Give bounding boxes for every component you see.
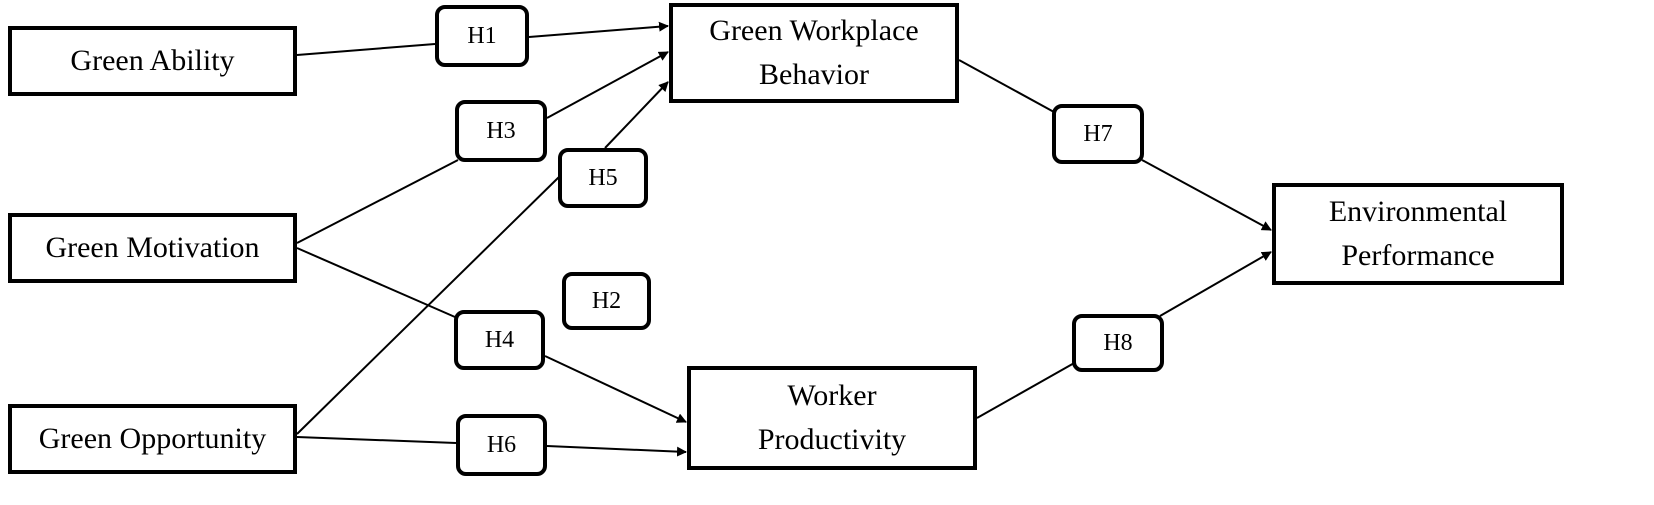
construct-environmental-performance-line-1: Environmental — [1328, 195, 1508, 228]
path-line-h1-segment-1 — [296, 43, 436, 56]
path-line-h7-segment-1 — [958, 59, 1055, 113]
path-line-h5-segment-2 — [604, 81, 669, 149]
construct-green-workplace-behavior: Green Workplace Behavior — [669, 3, 959, 103]
path-line-h5-segment-1 — [296, 175, 561, 435]
path-line-h3-segment-1 — [296, 159, 459, 244]
path-line-h6-segment-1 — [296, 436, 457, 444]
path-line-h8-segment-2 — [1159, 251, 1272, 317]
path-line-h1-segment-2 — [528, 21, 669, 38]
construct-environmental-performance: Environmental Performance — [1272, 183, 1564, 285]
construct-green-ability-label: Green Ability — [70, 44, 235, 77]
construct-worker-productivity-line-1: Worker — [787, 379, 877, 412]
path-line-h3-segment-2 — [546, 51, 669, 119]
path-line-h4-segment-2 — [544, 355, 687, 423]
construct-green-ability: Green Ability — [8, 26, 297, 96]
hypothesis-h2: H2 — [562, 272, 651, 330]
path-line-h6-segment-2 — [546, 445, 687, 457]
construct-green-opportunity-label: Green Opportunity — [38, 422, 267, 455]
construct-worker-productivity-line-2: Productivity — [757, 423, 907, 456]
hypothesis-h4: H4 — [454, 310, 545, 370]
construct-green-motivation-label: Green Motivation — [45, 231, 260, 264]
hypothesis-h5: H5 — [558, 148, 648, 208]
path-line-h4-segment-1 — [296, 247, 456, 318]
hypothesis-h1: H1 — [435, 5, 529, 67]
construct-green-workplace-behavior-line-2: Behavior — [759, 58, 869, 91]
path-line-h8-segment-1 — [976, 361, 1077, 419]
construct-green-opportunity: Green Opportunity — [8, 404, 297, 474]
construct-green-workplace-behavior-line-1: Green Workplace — [709, 14, 919, 47]
construct-worker-productivity: Worker Productivity — [687, 366, 977, 470]
path-line-h7-segment-2 — [1141, 159, 1272, 231]
hypothesis-h7: H7 — [1052, 104, 1144, 164]
construct-environmental-performance-line-2: Performance — [1341, 239, 1495, 272]
hypothesis-h6: H6 — [456, 414, 547, 476]
hypothesis-h3: H3 — [455, 100, 547, 162]
construct-green-motivation: Green Motivation — [8, 213, 297, 283]
hypothesis-h8: H8 — [1072, 314, 1164, 372]
